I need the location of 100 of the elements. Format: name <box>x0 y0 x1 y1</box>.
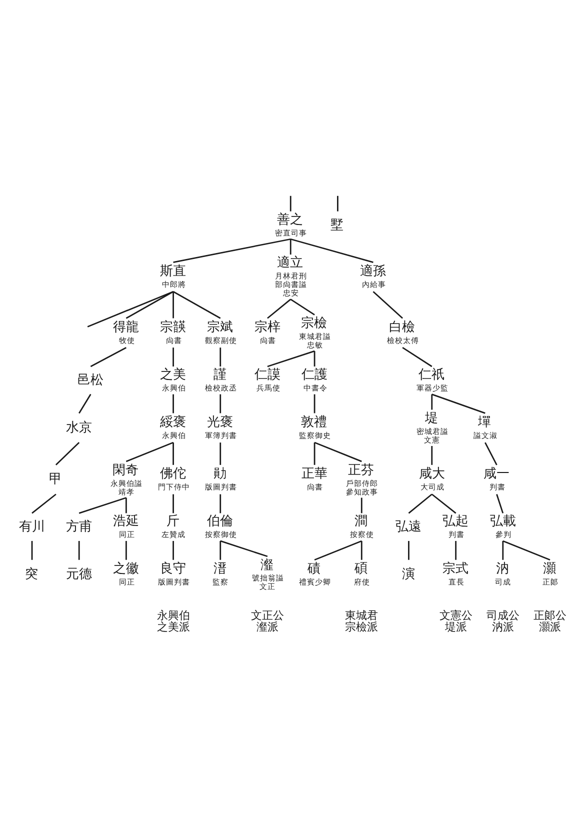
connector <box>337 195 338 211</box>
node-text: 宗檢 <box>301 316 328 331</box>
node-text: 墠 <box>478 414 492 430</box>
node-label: 檢校政丞 <box>204 382 237 392</box>
connector <box>402 346 432 367</box>
node-label: 永興伯 <box>162 430 186 440</box>
node-label: 戶部侍郎參知政事 <box>346 478 378 496</box>
node-label: 參判 <box>496 530 512 539</box>
node-label: 按察御使 <box>204 530 237 539</box>
node-label: 版圖判書 <box>158 577 190 586</box>
connector <box>172 347 174 366</box>
node-text: 宗韺 <box>160 320 186 335</box>
node-text: 適立 <box>277 255 304 270</box>
node-text: 元德 <box>66 566 92 582</box>
node-text: 浩延 <box>113 514 140 529</box>
node-label: 密直司事 <box>275 228 308 237</box>
node-text: 咸大 <box>418 466 445 482</box>
node-label: 府使 <box>354 577 370 586</box>
connector <box>78 540 80 560</box>
node-text: 溍 <box>213 561 226 576</box>
node-text: 方甫 <box>66 519 92 534</box>
node-label: 軍簿判書 <box>204 430 237 440</box>
node-text: 演 <box>402 566 415 582</box>
node-text: 水京 <box>66 420 92 435</box>
node-label: 尙書 <box>260 335 276 344</box>
node-label: 永興伯 <box>162 382 186 392</box>
connector <box>220 494 222 513</box>
node-label: 內給事 <box>362 279 386 288</box>
node-text: 邑松 <box>78 372 104 388</box>
node-text: 斤 <box>166 514 180 529</box>
connector <box>220 394 222 413</box>
connector <box>126 540 127 560</box>
node-label: 直長 <box>448 577 464 586</box>
connector <box>172 442 174 464</box>
label: 東城君宗檢派 <box>345 608 378 634</box>
connector <box>431 394 433 410</box>
connector <box>360 540 362 560</box>
node-text: 汭 <box>496 561 509 576</box>
node-text: 甲 <box>48 472 62 487</box>
node-label: 軍器少監 <box>416 382 448 392</box>
node-label: 中書令 <box>303 382 328 392</box>
connector <box>172 540 174 560</box>
connector <box>502 540 550 560</box>
connector <box>31 540 33 560</box>
connector <box>220 540 268 557</box>
node-text: 咸一 <box>484 466 510 482</box>
connector <box>484 442 498 465</box>
node-label: 觀察副使 <box>204 335 237 344</box>
node-label: 月林君刑部尙書謚忠安 <box>275 270 308 297</box>
node-label: 大司成 <box>420 482 445 492</box>
node-label: 正郞 <box>542 577 558 586</box>
node-label: 按察使 <box>350 530 374 539</box>
node-label: 同正 <box>118 530 135 539</box>
node-text: 善之 <box>277 212 304 227</box>
node-text: 堤 <box>424 410 438 426</box>
connector <box>290 195 292 211</box>
connector <box>408 540 410 560</box>
node-label: 版圖判書 <box>204 482 237 492</box>
label: 正郞公灝派 <box>533 608 566 634</box>
node-text: 正芬 <box>348 462 374 478</box>
node-label: 監察御史 <box>299 430 332 440</box>
label: 永興伯之美派 <box>156 608 190 634</box>
connector <box>55 442 80 465</box>
node-label: 檢校太傅 <box>387 335 420 344</box>
node-label: 司成 <box>495 577 512 586</box>
node-text: 瀣 <box>260 557 274 572</box>
connector <box>502 540 504 560</box>
node-text: 正華 <box>301 466 328 482</box>
node-text: 伯倫 <box>206 514 233 529</box>
node-label: 號拙翁謚文正 <box>252 573 284 591</box>
connector <box>220 540 222 560</box>
node-text: 弘起 <box>442 514 469 529</box>
connector <box>431 446 433 464</box>
node-label: 監察 <box>212 577 229 586</box>
node-label: 永興伯謚靖孝 <box>110 478 143 496</box>
connector <box>172 394 174 413</box>
node-text: 適孫 <box>360 264 386 279</box>
node-label: 門下侍中 <box>158 482 190 492</box>
node-text: 宗式 <box>442 561 469 576</box>
connector <box>432 393 486 414</box>
connector <box>314 350 316 366</box>
node-text: 碩 <box>354 561 368 576</box>
node-text: 弘載 <box>490 514 516 529</box>
node-text: 之徽 <box>113 561 140 576</box>
connector <box>78 496 126 514</box>
connector <box>220 442 222 464</box>
node-label: 尙書 <box>166 335 182 344</box>
connector <box>290 238 292 254</box>
node-text: 白檢 <box>389 320 416 335</box>
connector <box>290 238 374 262</box>
node-text: 仁謨 <box>254 367 280 382</box>
node-label: 同正 <box>118 577 135 586</box>
label: 文憲公堤派 <box>439 608 472 634</box>
connector <box>455 540 456 560</box>
node-label: 牧使 <box>118 335 135 344</box>
connector <box>408 493 432 514</box>
connector <box>90 346 127 367</box>
node-label: 謚文淑 <box>474 430 498 440</box>
node-text: 之美 <box>160 367 186 382</box>
node-text: 得龍 <box>113 320 140 335</box>
